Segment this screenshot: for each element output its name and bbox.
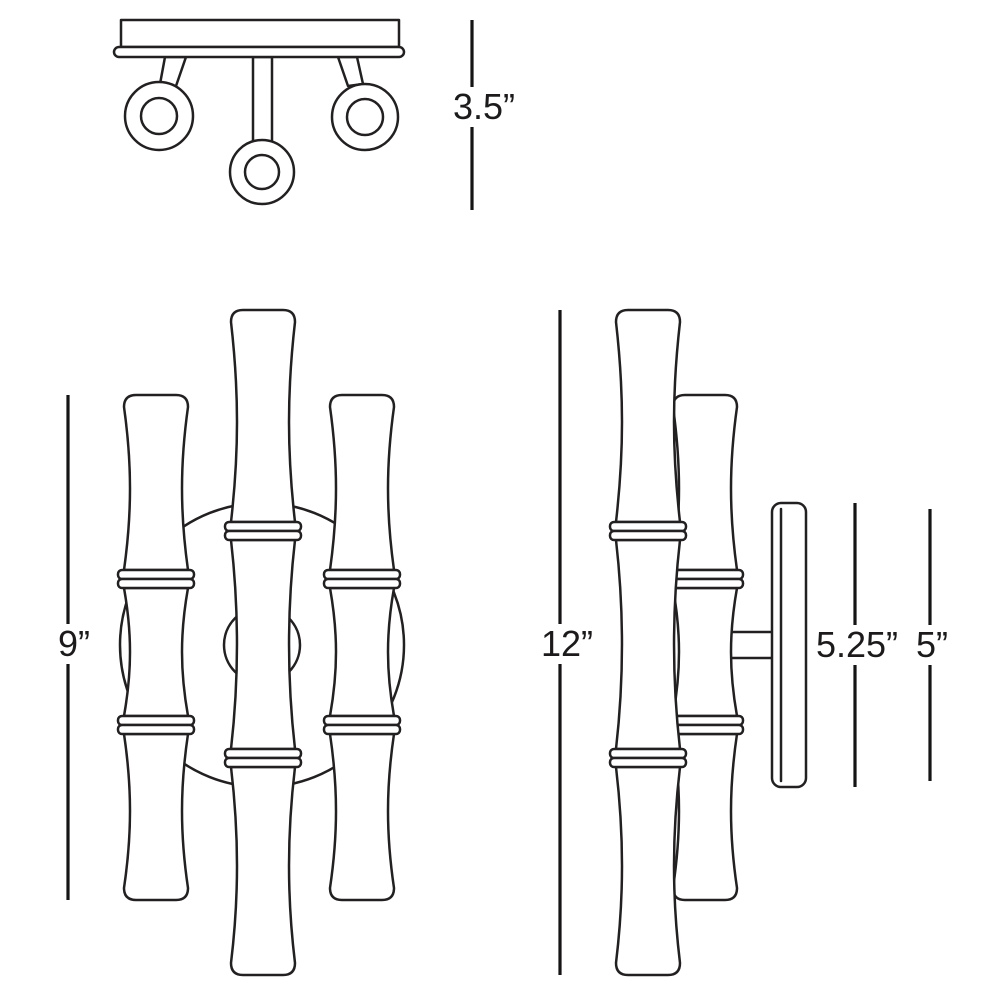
head-inner-ring <box>345 97 385 137</box>
arm-right <box>336 55 365 88</box>
pole-segment-bottom <box>122 732 190 902</box>
node-ring <box>223 756 303 769</box>
dimension-label-plate-face-height: 5” <box>910 625 954 665</box>
pole-segment-bottom <box>229 765 297 977</box>
node-ring <box>116 723 196 736</box>
node-ring <box>608 520 688 533</box>
mount-plate <box>119 18 401 49</box>
node-ring <box>608 747 688 760</box>
pole-segment-top <box>122 393 190 572</box>
top-view <box>112 18 474 210</box>
mount-plate-lip <box>112 45 406 59</box>
pole-segment-top <box>671 393 739 572</box>
front-view <box>66 308 562 977</box>
light-head-left <box>123 80 195 152</box>
wall-backplate <box>770 501 808 789</box>
pole-segment-middle <box>328 586 396 718</box>
bamboo-pole-front <box>608 308 688 977</box>
pole-segment-bottom <box>671 732 739 902</box>
head-inner-ring <box>139 96 179 136</box>
node-ring <box>116 714 196 727</box>
bamboo-pole-center <box>223 308 303 977</box>
dimension-label-top-height: 3.5” <box>447 87 521 127</box>
bamboo-pole-right <box>322 393 402 902</box>
bamboo-pole-left <box>116 393 196 902</box>
light-head-right <box>330 82 400 152</box>
pole-segment-top <box>328 393 396 572</box>
pole-segment-top <box>614 308 682 524</box>
pole-segment-bottom <box>614 765 682 977</box>
bamboo-pole-rear <box>665 393 745 902</box>
light-head-center <box>228 138 296 206</box>
pole-segment-middle <box>614 538 682 751</box>
dimension-label-overall-height: 12” <box>535 624 599 664</box>
node-ring <box>608 529 688 542</box>
head-inner-ring <box>243 153 281 191</box>
pole-segment-top <box>229 308 297 524</box>
pole-segment-middle <box>229 538 297 751</box>
node-ring <box>322 723 402 736</box>
node-ring <box>322 577 402 590</box>
arm-center <box>251 55 274 144</box>
node-ring <box>116 577 196 590</box>
side-view <box>608 308 932 977</box>
node-ring <box>223 747 303 760</box>
node-ring <box>665 568 745 581</box>
node-ring <box>322 714 402 727</box>
node-ring <box>116 568 196 581</box>
node-ring <box>665 577 745 590</box>
node-ring <box>322 568 402 581</box>
dimension-label-side-pole-height: 9” <box>52 624 96 664</box>
node-ring <box>223 529 303 542</box>
dimension-label-backplate-height: 5.25” <box>810 625 904 665</box>
node-ring <box>223 520 303 533</box>
node-ring <box>608 756 688 769</box>
pole-segment-middle <box>671 586 739 718</box>
pole-segment-bottom <box>328 732 396 902</box>
pole-segment-middle <box>122 586 190 718</box>
